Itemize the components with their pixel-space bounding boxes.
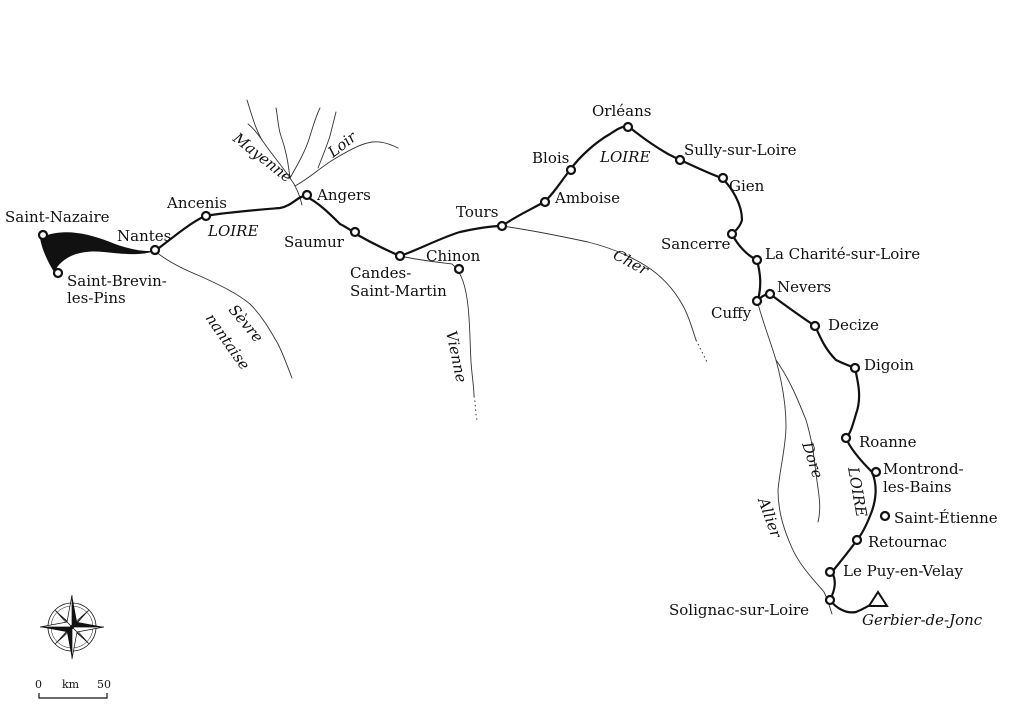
loir-river [294, 141, 399, 187]
loire-estuary [40, 232, 155, 272]
nevers-marker [764, 288, 776, 300]
label-solignac: Solignac-sur-Loire [669, 601, 809, 619]
label-montrond-1: Montrond- [883, 460, 964, 478]
label-saint-etienne: Saint-Étienne [894, 509, 998, 527]
chinon-marker [453, 263, 465, 275]
label-allier: Allier [754, 493, 786, 541]
label-nantes: Nantes [117, 227, 171, 245]
scale-line [38, 693, 108, 699]
label-vienne: Vienne [442, 329, 471, 384]
compass-rose-icon [39, 594, 105, 660]
label-roanne: Roanne [859, 433, 917, 451]
vienne-river [399, 255, 475, 397]
label-la-charite: La Charité-sur-Loire [765, 245, 920, 263]
dore-river [775, 359, 821, 523]
label-sully: Sully-sur-Loire [684, 141, 797, 159]
tours-marker [496, 220, 508, 232]
mayenne-branch [247, 123, 263, 141]
triangle-source-icon [867, 590, 889, 607]
label-gien: Gien [729, 177, 765, 195]
saint-etienne-marker [879, 510, 891, 522]
label-montrond-2: les-Bains [883, 478, 952, 496]
sevre-nantaise-river [154, 250, 293, 379]
nantes-marker [149, 244, 161, 256]
blois-marker [565, 164, 577, 176]
scale-bar: 0 km 50 [35, 678, 111, 699]
label-loire-middle: LOIRE [599, 148, 650, 166]
sarthe-river [275, 107, 291, 179]
label-loire-estuary: LOIRE [207, 222, 258, 240]
label-cher: Cher [610, 246, 652, 280]
le-puy-marker [824, 566, 836, 578]
label-saint-brevin-1: Saint-Brevin- [67, 272, 167, 290]
town-labels: Saint-Nazaire Saint-Brevin- les-Pins Nan… [5, 102, 998, 629]
sully-marker [674, 154, 686, 166]
label-le-puy: Le Puy-en-Velay [843, 562, 963, 580]
label-mayenne: Mayenne [229, 128, 296, 186]
loir-branch [317, 111, 337, 169]
label-ancenis: Ancenis [166, 194, 227, 212]
sancerre-marker [726, 228, 738, 240]
scale-unit-label: km [62, 678, 80, 691]
decize-marker [809, 320, 821, 332]
label-retournac: Retournac [868, 533, 947, 551]
label-dore: Dore [798, 439, 827, 481]
maine-river [289, 177, 303, 206]
tributaries [154, 99, 833, 615]
label-nevers: Nevers [777, 278, 831, 296]
digoin-marker [849, 362, 861, 374]
label-angers: Angers [316, 186, 371, 204]
label-digoin: Digoin [864, 356, 914, 374]
label-gerbier-de-jonc: Gerbier-de-Jonc [862, 611, 983, 629]
label-tours: Tours [456, 203, 498, 221]
label-loire-upper: LOIRE [844, 465, 871, 519]
label-chinon: Chinon [426, 247, 481, 265]
label-orleans: Orléans [592, 102, 651, 120]
ancenis-marker [200, 210, 212, 222]
candes-marker [394, 250, 406, 262]
saumur-marker [349, 226, 361, 238]
river-labels: LOIRE LOIRE LOIRE Mayenne Loir Sèvre nan… [202, 127, 871, 541]
roanne-marker [840, 432, 852, 444]
town-markers [37, 121, 891, 606]
label-saint-brevin-2: les-Pins [67, 289, 126, 307]
angers-marker [301, 189, 313, 201]
saint-nazaire-marker [37, 229, 49, 241]
cuffy-marker [751, 295, 763, 307]
gien-marker [717, 172, 729, 184]
label-decize: Decize [828, 316, 879, 334]
label-loir: Loir [324, 127, 361, 161]
scale-end-label: 50 [97, 678, 111, 691]
retournac-marker [851, 534, 863, 546]
label-saumur: Saumur [284, 233, 345, 251]
la-charite-marker [751, 254, 763, 266]
scale-start-label: 0 [35, 678, 42, 691]
cher-river [501, 225, 697, 341]
label-saint-nazaire: Saint-Nazaire [5, 208, 110, 226]
label-candes-1: Candes- [350, 264, 411, 282]
cher-dotted [695, 339, 709, 365]
solignac-marker [824, 594, 836, 606]
label-cuffy: Cuffy [711, 304, 752, 322]
vienne-dotted [473, 395, 478, 421]
amboise-marker [539, 196, 551, 208]
montrond-marker [870, 466, 882, 478]
label-blois: Blois [532, 149, 569, 167]
saint-brevin-marker [52, 267, 64, 279]
orleans-marker [622, 121, 634, 133]
label-candes-2: Saint-Martin [350, 282, 447, 300]
loire-river [153, 124, 880, 614]
label-sancerre: Sancerre [661, 235, 730, 253]
sarthe-branch [289, 107, 321, 179]
label-amboise: Amboise [554, 189, 620, 207]
